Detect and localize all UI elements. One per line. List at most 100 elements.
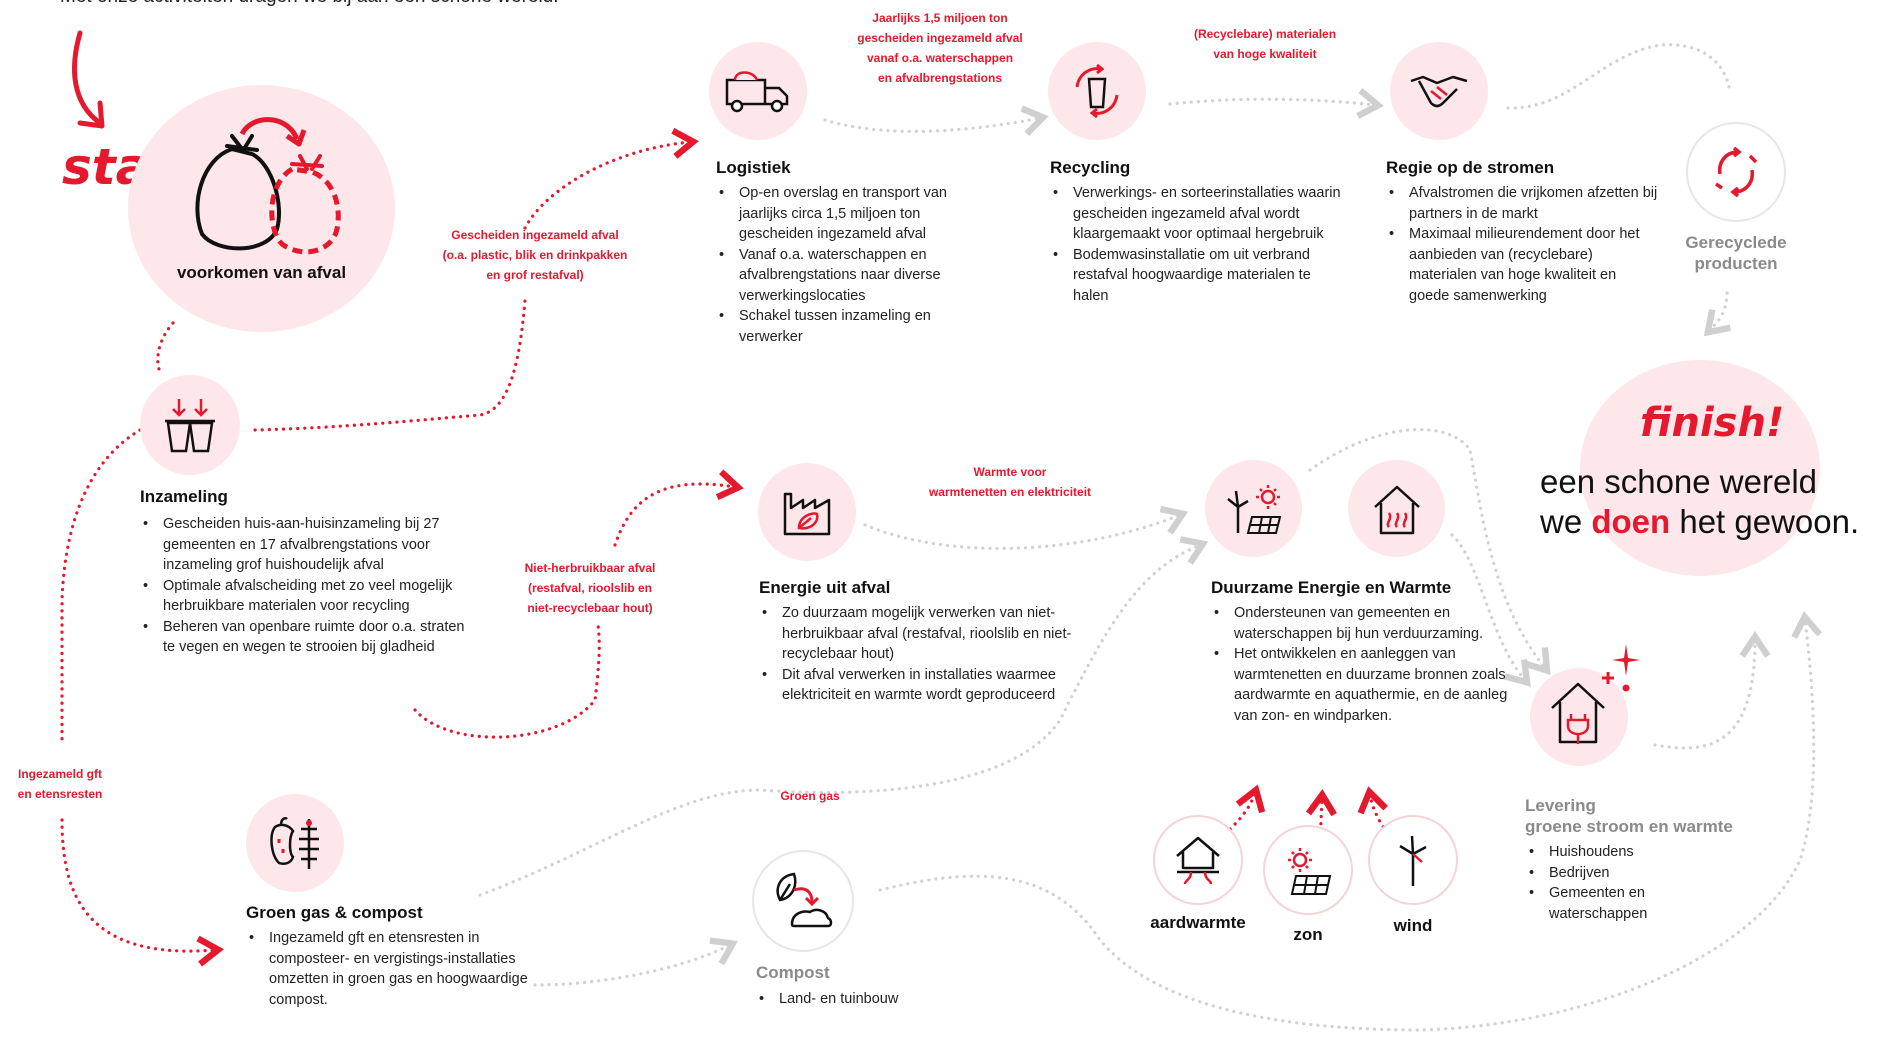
food-waste-icon — [270, 817, 319, 869]
waste-bags-icon — [194, 116, 341, 254]
levering-title-line1: Levering — [1525, 796, 1596, 815]
compost-title: Compost — [756, 963, 830, 982]
connector-groengas-compost — [533, 937, 739, 987]
connector-levering-finish — [1653, 631, 1771, 750]
duurzaam-icon-circle-left — [1205, 460, 1302, 557]
label-line: niet-recyclebaar hout) — [527, 601, 653, 615]
connector-energie-duurzaam — [863, 505, 1189, 550]
label-line: Niet-herbruikbaar afval — [524, 561, 656, 575]
solar-icon — [1288, 848, 1332, 895]
factory-icon — [783, 492, 831, 536]
connector-niet-herbruikbaar — [413, 623, 601, 739]
levering-bullets: Huishoudens Bedrijven Gemeenten en water… — [1527, 842, 1719, 924]
label-groen-gas: Groen gas — [780, 789, 840, 803]
list-item: Vanaf o.a. waterschappen en afvalbrengst… — [719, 245, 989, 307]
list-item: Bodemwasinstallatie om uit verbrand rest… — [1053, 245, 1343, 307]
groen-bullets: Ingezameld gft en etensresten in compost… — [247, 928, 529, 1010]
levering-title-line2: groene stroom en warmte — [1525, 817, 1733, 836]
label-line: Gescheiden ingezameld afval — [451, 228, 619, 242]
connector-gerecyclede-finish — [1703, 291, 1731, 337]
label-line: van hoge kwaliteit — [1213, 47, 1317, 61]
start-arrow — [60, 28, 120, 143]
compost-bullets: Land- en tuinbouw — [757, 989, 979, 1010]
list-item: Ingezameld gft en etensresten in compost… — [249, 928, 529, 1010]
recycle-bin-icon — [1075, 63, 1119, 119]
connector-inzameling-logistiek — [523, 128, 699, 230]
label-line: gescheiden ingezameld afval — [857, 31, 1023, 45]
energie-bullets: Zo duurzaam mogelijk verwerken van niet-… — [760, 603, 1072, 706]
zon-label: zon — [1293, 925, 1323, 944]
wind-turbine-icon — [1399, 835, 1427, 886]
connector-gft-groengas — [60, 818, 224, 967]
regie-icon-circle — [1390, 42, 1488, 140]
list-item: Maximaal milieurendement door het aanbie… — [1389, 224, 1659, 306]
label-jaarlijks: Jaarlijks 1,5 miljoen ton gescheiden ing… — [835, 8, 1045, 88]
wind-circle — [1368, 815, 1458, 905]
label-line: en etensresten — [17, 787, 103, 801]
label-line: Ingezameld gft — [17, 767, 102, 781]
recycling-bullets: Verwerkings- en sorteerinstallaties waar… — [1051, 183, 1343, 306]
finish-line2-post: het gewoon. — [1670, 503, 1860, 540]
list-item: Bedrijven — [1529, 863, 1719, 884]
finish-word: finish! — [1640, 400, 1785, 446]
start-circle — [128, 85, 395, 332]
gerecyclede-label: Gerecyclede producten — [1660, 232, 1812, 274]
label-line: Warmte voor — [973, 465, 1047, 479]
inzameling-icon-circle — [140, 375, 240, 475]
connector-duurzaam-levering-b — [1450, 533, 1531, 687]
list-item: Huishoudens — [1529, 842, 1719, 863]
list-item: Gemeenten en waterschappen — [1529, 883, 1719, 924]
list-item: Het ontwikkelen en aanleggen van warmten… — [1214, 644, 1509, 726]
geothermal-icon — [1176, 836, 1220, 885]
label-warmte: Warmte voor warmtenetten en elektricitei… — [910, 462, 1110, 502]
logistiek-icon-circle — [709, 42, 807, 140]
finish-line1: een schone wereld — [1540, 463, 1818, 500]
groen-icon-circle — [246, 794, 344, 892]
wind-label: wind — [1393, 916, 1433, 935]
zon-circle — [1263, 825, 1353, 915]
finish-line2-em: doen — [1591, 503, 1671, 540]
label-line: warmtenetten en elektriciteit — [928, 485, 1092, 499]
label-line: en afvalbrengstations — [877, 71, 1003, 85]
start-label: voorkomen van afval — [176, 263, 347, 282]
groen-title: Groen gas & compost — [246, 903, 423, 922]
levering-title: Levering groene stroom en warmte — [1525, 795, 1733, 837]
duurzaam-icon-circle-right — [1348, 460, 1445, 557]
aardwarmte-label: aardwarmte — [1150, 913, 1246, 932]
finish-circle — [1580, 360, 1820, 576]
handshake-icon — [1410, 75, 1468, 108]
connector-energie — [613, 469, 744, 547]
connector-regie-gerecyclede — [1506, 43, 1732, 110]
recycle-arrows-icon — [1715, 146, 1758, 198]
label-line: vanaf o.a. waterschappen — [866, 51, 1014, 65]
waste-bins-icon — [165, 399, 215, 453]
regie-bullets: Afvalstromen die vrijkomen afzetten bij … — [1387, 183, 1659, 306]
inzameling-title: Inzameling — [140, 487, 228, 506]
duurzaam-title: Duurzame Energie en Warmte — [1211, 578, 1452, 597]
house-plug-icon — [1551, 644, 1640, 744]
recycling-icon-circle — [1048, 42, 1146, 140]
logistiek-bullets: Op-en overslag en transport van jaarlijk… — [717, 183, 989, 347]
label-line: (restafval, rioolslib en — [527, 581, 653, 595]
gerecyclede-icon-circle — [1686, 122, 1786, 222]
list-item: Beheren van openbare ruimte door o.a. st… — [143, 617, 468, 658]
label-niet-herbruikbaar: Niet-herbruikbaar afval (restafval, rioo… — [495, 558, 685, 618]
regie-title: Regie op de stromen — [1386, 158, 1555, 177]
list-item: Afvalstromen die vrijkomen afzetten bij … — [1389, 183, 1659, 224]
connector-start-inzameling — [156, 321, 175, 374]
truck-icon — [725, 71, 789, 113]
label-gft: Ingezameld gft en etensresten — [0, 764, 120, 804]
connector-logistiek-recycling — [823, 105, 1049, 136]
compost-icon — [776, 872, 833, 928]
list-item: Gescheiden huis-aan-huisinzameling bij 2… — [143, 514, 468, 576]
energie-title: Energie uit afval — [759, 578, 891, 597]
label-line: (Recyclebare) materialen — [1193, 27, 1337, 41]
list-item: Op-en overslag en transport van jaarlijk… — [719, 183, 989, 245]
intro-text: Met onze activiteiten dragen we bij aan … — [60, 0, 559, 8]
wind-solar-icon — [1226, 484, 1281, 534]
list-item: Dit afval verwerken in installaties waar… — [762, 665, 1072, 706]
list-item: Land- en tuinbouw — [759, 989, 979, 1010]
aardwarmte-circle — [1153, 815, 1243, 905]
connector-logistiek-line — [253, 298, 527, 432]
list-item: Zo duurzaam mogelijk verwerken van niet-… — [762, 603, 1072, 665]
